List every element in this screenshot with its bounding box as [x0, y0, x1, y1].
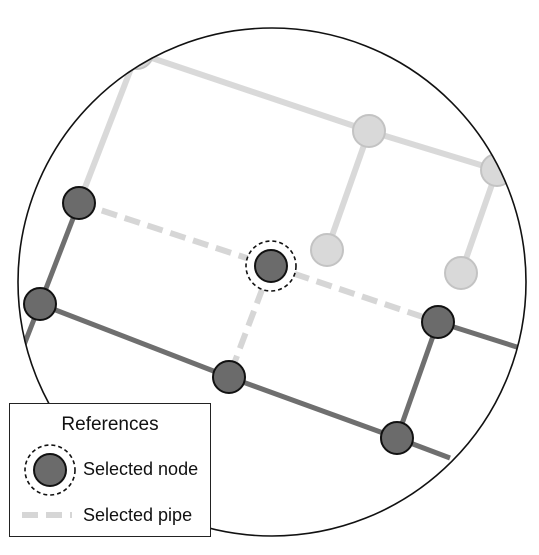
dark-pipe-right-vertical — [394, 321, 441, 439]
light-node — [120, 36, 154, 70]
selected-pipe-down — [226, 264, 274, 379]
light-node — [352, 114, 386, 148]
dark-node — [380, 421, 414, 455]
dark-pipe-bottom-2 — [228, 374, 398, 441]
selected-pipe-upper — [78, 200, 272, 269]
light-pipe-left — [76, 51, 140, 205]
light-pipe-mid-drop — [324, 130, 372, 251]
light-node — [310, 233, 344, 267]
legend-symbols — [22, 444, 76, 518]
selected-pipe-right — [270, 263, 439, 325]
dark-node — [23, 287, 57, 321]
selected-node — [254, 249, 288, 283]
legend-selected-node-label: Selected node — [83, 459, 199, 479]
light-node — [480, 153, 514, 187]
lens-circle — [17, 27, 527, 537]
dark-pipe-bottom-1 — [39, 301, 230, 380]
light-pipe-right — [368, 128, 498, 173]
network-group — [21, 36, 521, 461]
legend-title: References — [61, 414, 159, 435]
light-pipe-top — [136, 50, 370, 134]
dark-pipe-left-vertical — [37, 202, 82, 305]
dark-node — [421, 305, 455, 339]
legend-selected-pipe-label: Selected pipe — [83, 505, 193, 525]
light-pipe-right-drop — [458, 169, 500, 274]
dark-node — [212, 360, 246, 394]
legend-selected-node-icon — [33, 453, 67, 487]
light-node — [444, 256, 478, 290]
dark-node — [62, 186, 96, 220]
legend: References Selected node Selected pipe — [9, 403, 211, 537]
